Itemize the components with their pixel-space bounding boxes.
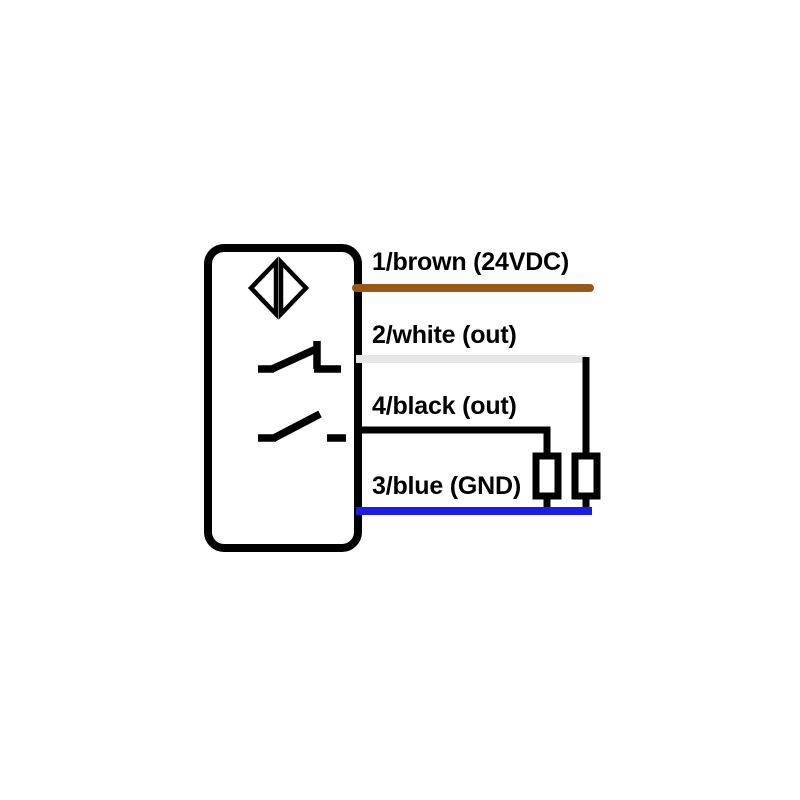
no-contact-icon — [258, 410, 346, 442]
load-resistor-2 — [571, 452, 601, 500]
wire-label-4-black: 4/black (out) — [372, 392, 517, 420]
load-resistor-1 — [532, 452, 562, 500]
photoelectric-sensor-icon — [247, 256, 310, 320]
wire-label-2-white: 2/white (out) — [372, 321, 517, 349]
wire-label-1-brown: 1/brown (24VDC) — [372, 248, 570, 276]
wire-label-3-blue: 3/blue (GND) — [372, 472, 521, 500]
nc-contact-icon — [258, 341, 341, 373]
wire-4-black — [356, 426, 551, 460]
sensor-body — [204, 244, 362, 552]
